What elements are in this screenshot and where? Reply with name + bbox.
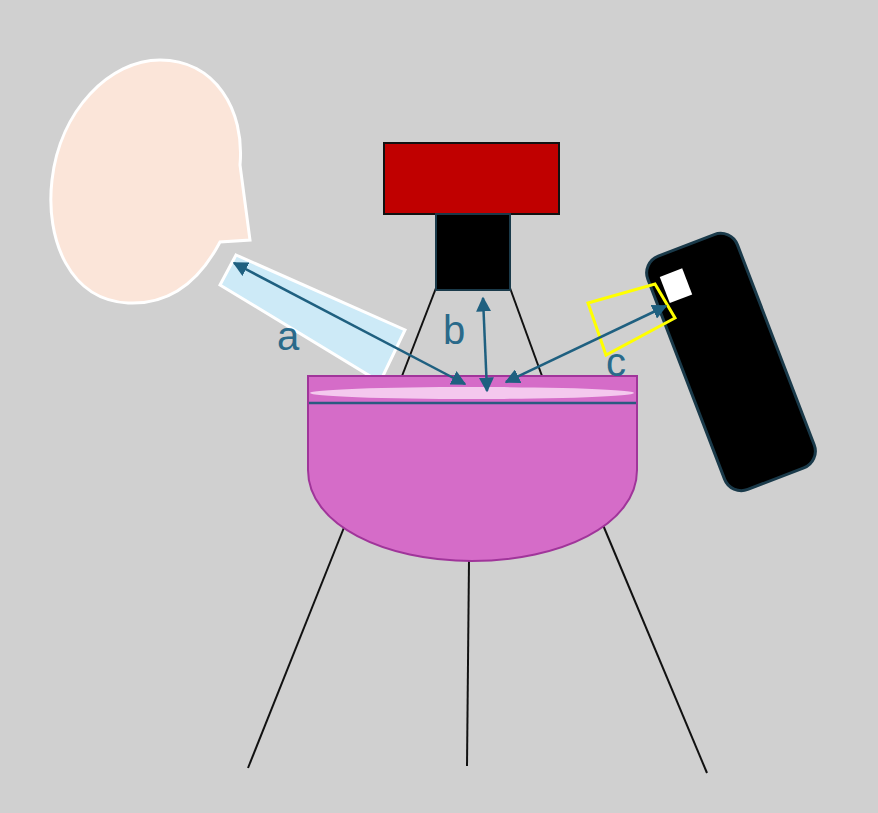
phone — [641, 228, 820, 496]
surface-line — [309, 402, 636, 405]
tripod-leg — [467, 560, 469, 766]
bowl — [308, 376, 637, 561]
path-arrow — [483, 298, 487, 391]
sensor-unit — [436, 214, 510, 290]
path-arrow — [234, 263, 465, 384]
tripod-leg — [248, 525, 345, 768]
arrow-label: a — [277, 316, 299, 356]
camera-view — [588, 284, 675, 355]
breath-tube — [220, 255, 405, 382]
arrow-label: c — [606, 342, 626, 382]
tripod-leg — [603, 525, 707, 773]
arrow-label: b — [443, 310, 465, 350]
head — [51, 60, 250, 303]
path-arrow — [506, 306, 666, 382]
liquid-surface — [310, 387, 634, 399]
support-line — [402, 288, 436, 376]
red-unit — [384, 143, 559, 214]
support-line — [510, 288, 542, 376]
